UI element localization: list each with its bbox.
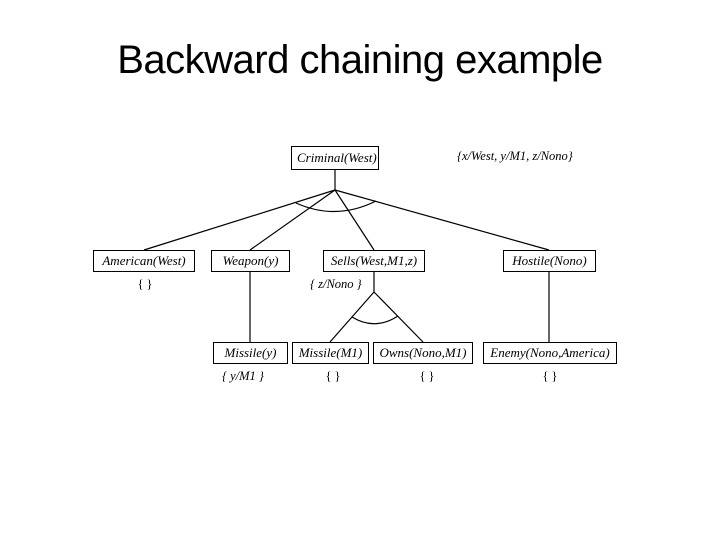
- edge-sells-missile-m1: [329, 291, 375, 343]
- edge-criminal-american: [143, 189, 336, 251]
- edge-sells-owns: [373, 291, 424, 343]
- substitution-enemy: { }: [542, 369, 558, 383]
- edge-criminal-weapon: [249, 189, 336, 251]
- node-enemy-nono-america[interactable]: Enemy(Nono,America): [483, 342, 617, 364]
- node-missile-y[interactable]: Missile(y): [213, 342, 288, 364]
- node-hostile-nono[interactable]: Hostile(Nono): [503, 250, 596, 272]
- substitution-owns: { }: [419, 369, 435, 383]
- edge-criminal-sells: [334, 189, 375, 251]
- page-title: Backward chaining example: [117, 38, 603, 82]
- node-owns-nono-m1[interactable]: Owns(Nono,M1): [373, 342, 473, 364]
- node-american-west[interactable]: American(West): [93, 250, 195, 272]
- node-sells-west-m1-z[interactable]: Sells(West,M1,z): [323, 250, 425, 272]
- substitution-american: { }: [137, 277, 153, 291]
- node-missile-m1[interactable]: Missile(M1): [292, 342, 369, 364]
- node-weapon-y[interactable]: Weapon(y): [211, 250, 290, 272]
- and-arc-sells: [351, 315, 399, 325]
- edge-criminal-hostile: [334, 189, 550, 251]
- and-arc-criminal: [295, 200, 377, 213]
- substitution-root: {x/West, y/M1, z/Nono}: [457, 149, 573, 163]
- substitution-missile-m1: { }: [325, 369, 341, 383]
- substitution-missile-y: { y/M1 }: [222, 369, 264, 383]
- node-criminal-west[interactable]: Criminal(West): [291, 146, 379, 170]
- substitution-sells: { z/Nono }: [310, 277, 362, 291]
